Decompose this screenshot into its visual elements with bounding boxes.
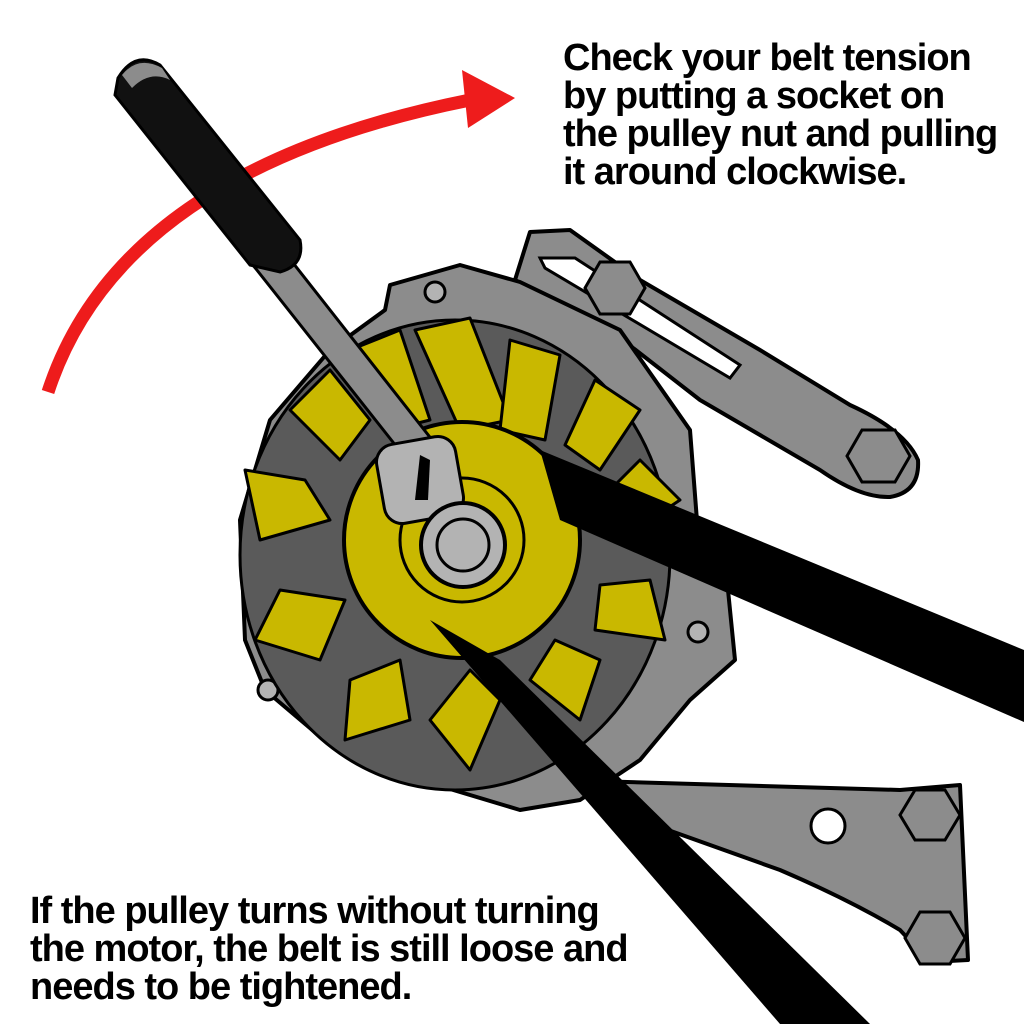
top-instruction-line: Check your belt tension (563, 37, 972, 79)
drive-belt (430, 450, 1024, 1024)
bottom-instruction-line: If the pulley turns without turning (30, 890, 600, 932)
pulley-fan-icon (243, 316, 682, 772)
top-instruction-line: by putting a socket on (563, 75, 945, 117)
ratchet-wrench-icon (113, 58, 507, 589)
bottom-instruction: If the pulley turns without turning the … (30, 890, 629, 1008)
bracket-bolt-icon (845, 428, 912, 484)
top-instruction-line: it around clockwise. (563, 151, 907, 193)
top-instruction-line: the pulley nut and pulling (563, 113, 998, 155)
adjuster-bracket (513, 228, 921, 500)
bottom-instruction-line: needs to be tightened. (30, 966, 412, 1008)
bottom-instruction-line: the motor, the belt is still loose and (30, 928, 629, 970)
clockwise-arrow-icon (41, 70, 515, 395)
top-instruction: Check your belt tension by putting a soc… (563, 37, 998, 193)
